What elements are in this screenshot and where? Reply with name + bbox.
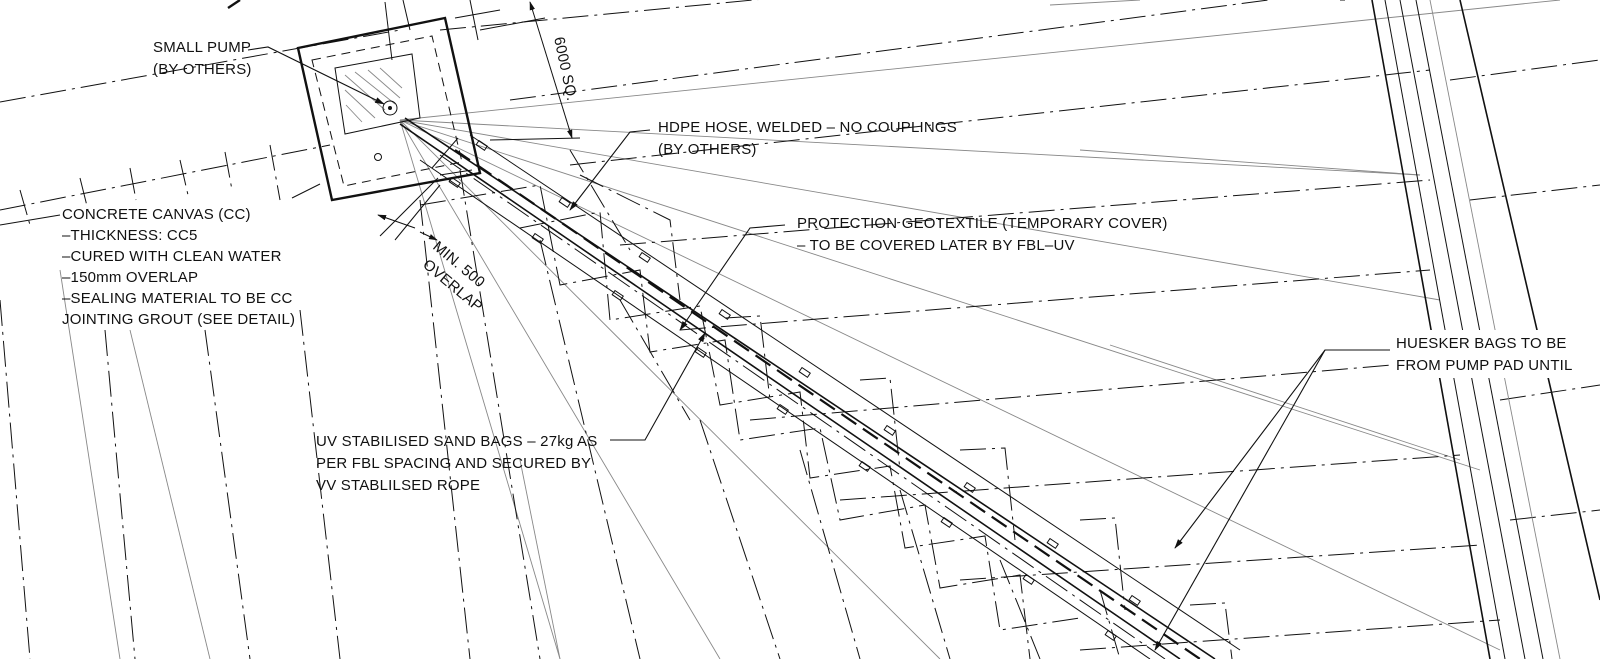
hose-corridor: [377, 117, 1241, 659]
sand-bags-line-1: UV STABILISED SAND BAGS – 27kg AS: [316, 433, 597, 450]
annotation-sand-bags: UV STABILISED SAND BAGS – 27kg AS PER FB…: [316, 433, 597, 494]
north-arrow-fragment: [227, 0, 241, 9]
small-pump-line-1: SMALL PUMP: [153, 39, 251, 56]
sand-bags: [448, 139, 1141, 641]
geotextile-line-2: – TO BE COVERED LATER BY FBL–UV: [797, 237, 1075, 254]
annotation-hdpe-hose: HDPE HOSE, WELDED – NO COUPLINGS (BY OTH…: [658, 119, 957, 158]
huesker-bags-line-1: HUESKER BAGS TO BE: [1396, 335, 1567, 352]
concrete-canvas-line-1: CONCRETE CANVAS (CC): [62, 206, 251, 223]
small-pump-line-2: (BY OTHERS): [153, 61, 252, 78]
leader-lines: [0, 46, 1390, 651]
pump-pad: [291, 0, 501, 202]
background-linework: [59, 0, 1561, 659]
pad-size-label: 6000 SQ.: [550, 35, 580, 102]
huesker-bags-line-2: FROM PUMP PAD UNTIL: [1396, 357, 1573, 374]
sand-bags-line-2: PER FBL SPACING AND SECURED BY: [316, 455, 591, 472]
bag-outline-steps: [419, 174, 1233, 659]
hdpe-hose-line-2: (BY OTHERS): [658, 141, 757, 158]
annotation-protection-geotextile: PROTECTION GEOTEXTILE (TEMPORARY COVER) …: [797, 215, 1168, 254]
annotation-small-pump: SMALL PUMP (BY OTHERS): [153, 39, 252, 78]
concrete-canvas-line-4: –150mm OVERLAP: [62, 269, 198, 286]
annotation-min-overlap: MIN. 500 OVERLAP: [419, 238, 488, 315]
concrete-canvas-line-2: –THICKNESS: CC5: [62, 227, 198, 244]
concrete-canvas-line-6: JOINTING GROUT (SEE DETAIL): [62, 311, 295, 328]
hdpe-hose-line-1: HDPE HOSE, WELDED – NO COUPLINGS: [658, 119, 957, 136]
pump-icon: [382, 100, 398, 116]
right-channel-lines: [1340, 0, 1600, 659]
annotation-huesker-bags: HUESKER BAGS TO BE FROM PUMP PAD UNTIL: [1392, 330, 1600, 378]
annotation-concrete-canvas: CONCRETE CANVAS (CC) –THICKNESS: CC5 –CU…: [62, 206, 295, 328]
concrete-canvas-line-5: –SEALING MATERIAL TO BE CC: [62, 290, 293, 307]
concrete-canvas-line-3: –CURED WITH CLEAN WATER: [62, 248, 282, 265]
sand-bags-line-3: VV STABLILSED ROPE: [316, 477, 480, 494]
pad-dimension: 6000 SQ.: [479, 1, 580, 141]
geotextile-line-1: PROTECTION GEOTEXTILE (TEMPORARY COVER): [797, 215, 1168, 232]
vertical-dashdot-lines: [0, 144, 1121, 659]
